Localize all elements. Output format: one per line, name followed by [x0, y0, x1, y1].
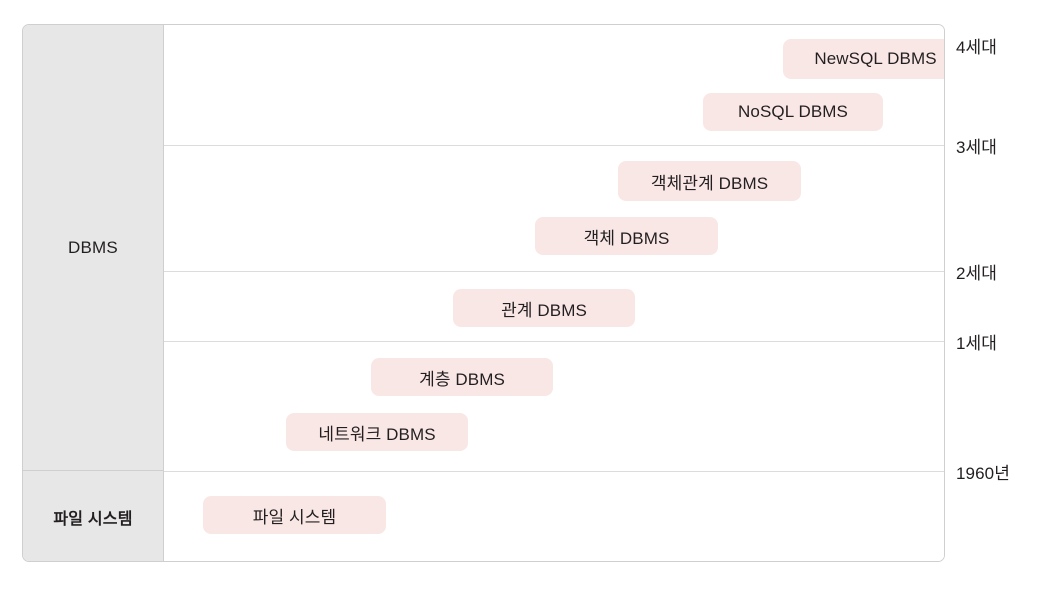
pill-label: 네트워크 DBMS — [318, 424, 436, 444]
pill-label: 관계 DBMS — [501, 300, 587, 320]
axis-label-gen1: 1세대 — [956, 334, 998, 353]
pill-object-relational-dbms[interactable]: 객체관계 DBMS — [618, 161, 801, 201]
category-column: DBMS 파일 시스템 — [23, 25, 164, 561]
pill-file-system[interactable]: 파일 시스템 — [203, 496, 386, 534]
pill-object-dbms[interactable]: 객체 DBMS — [535, 217, 718, 255]
category-cell-dbms: DBMS — [23, 25, 163, 471]
gridline-gen1 — [164, 341, 944, 342]
pill-label: NoSQL DBMS — [738, 102, 848, 121]
category-label-dbms: DBMS — [68, 237, 118, 257]
plot-area: NewSQL DBMS NoSQL DBMS 객체관계 DBMS 객체 DBMS… — [164, 25, 944, 561]
pill-label: 객체관계 DBMS — [650, 173, 769, 193]
pill-nosql-dbms[interactable]: NoSQL DBMS — [703, 93, 883, 131]
pill-label: 파일 시스템 — [252, 507, 337, 527]
pill-label: 객체 DBMS — [583, 228, 670, 248]
axis-label-gen3: 3세대 — [956, 138, 998, 157]
category-label-file-system: 파일 시스템 — [53, 511, 133, 528]
gridline-year1960 — [164, 471, 944, 472]
gridline-gen2 — [164, 271, 944, 272]
category-cell-file-system: 파일 시스템 — [23, 471, 163, 561]
pill-label: NewSQL DBMS — [814, 49, 937, 68]
gridline-gen3 — [164, 145, 944, 146]
pill-network-dbms[interactable]: 네트워크 DBMS — [286, 413, 468, 451]
pill-newsql-dbms[interactable]: NewSQL DBMS — [783, 39, 944, 79]
pill-hierarchical-dbms[interactable]: 계층 DBMS — [371, 358, 553, 396]
axis-label-year-1960: 1960년 — [956, 464, 1010, 483]
pill-label: 계층 DBMS — [419, 369, 505, 389]
pill-relational-dbms[interactable]: 관계 DBMS — [453, 289, 635, 327]
axis-label-gen4: 4세대 — [956, 38, 998, 57]
axis-label-gen2: 2세대 — [956, 264, 998, 283]
chart-table-frame: DBMS 파일 시스템 NewSQL DBMS NoSQL DBMS 객체관계 … — [22, 24, 945, 562]
